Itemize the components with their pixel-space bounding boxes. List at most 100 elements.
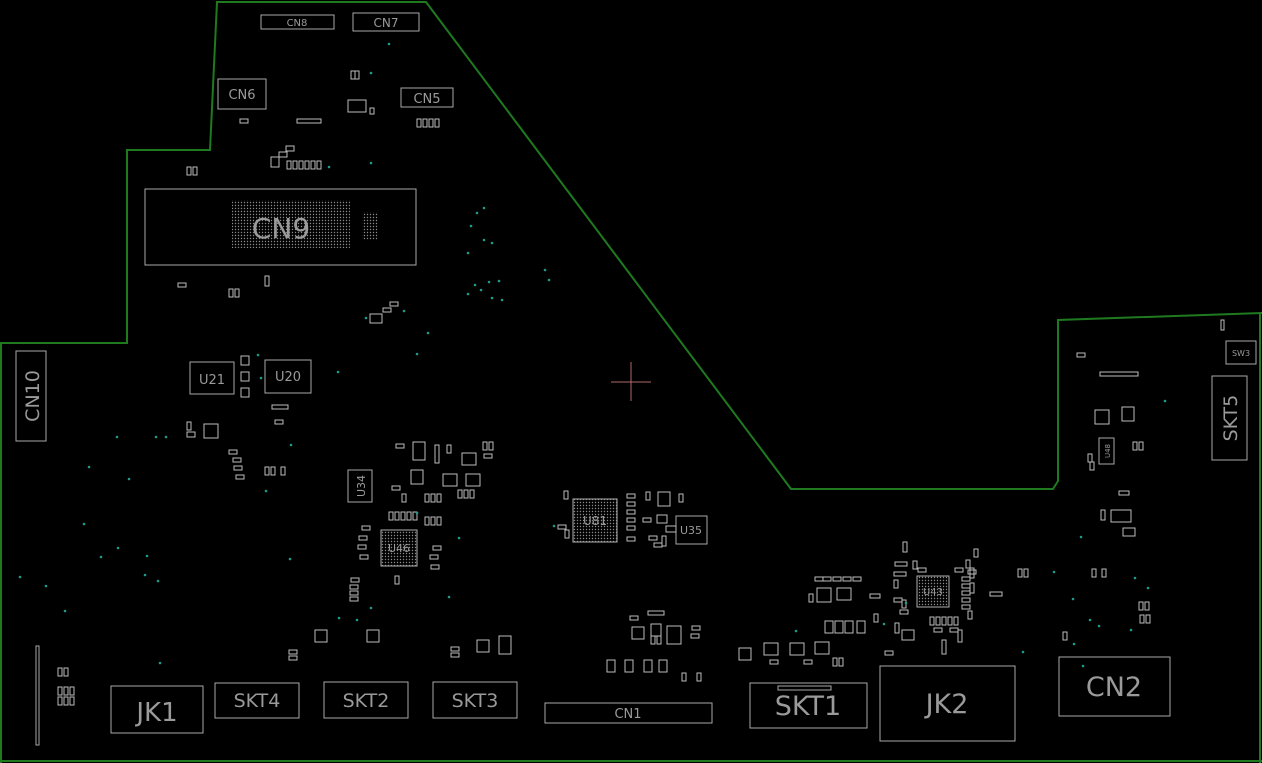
via [415,511,419,515]
chip-u20[interactable]: U20 [264,359,312,394]
via [154,435,158,439]
passive-component [1062,631,1068,641]
via [259,376,263,380]
cn5-label: CN5 [413,92,440,107]
passive-component [666,625,682,645]
passive-component [629,615,639,621]
connector-cn9[interactable]: CN9 [144,188,417,266]
socket-skt5[interactable]: SKT5 [1211,375,1248,461]
connector-cn10[interactable]: CN10 [15,350,47,442]
via [1133,576,1137,580]
skt3-label: SKT3 [452,690,499,712]
passive-component [192,166,198,176]
via-field [18,42,1167,668]
passive-component [286,160,292,170]
passive-component [808,593,814,603]
connector-cn7[interactable]: CN7 [352,12,420,32]
passive-component [681,672,687,682]
cn9-label: CN9 [252,212,310,245]
passive-component [1144,601,1150,611]
via [402,309,406,313]
socket-skt1[interactable]: SKT1 [749,682,868,729]
passive-component [280,466,286,476]
via [426,331,430,335]
passive-component [969,567,975,579]
passive-component [678,493,684,503]
passive-component [1023,568,1029,578]
chip-u48[interactable]: U48 [1098,437,1115,465]
chip-u35[interactable]: U35 [675,515,708,545]
socket-skt4[interactable]: SKT4 [214,682,300,719]
passive-component [893,579,899,589]
via [336,370,340,374]
via [289,443,293,447]
passive-component [1017,568,1023,578]
cn8-label: CN8 [287,18,308,29]
cursor-crosshair [611,362,651,401]
via [364,316,368,320]
passive-component [658,659,668,673]
passive-component [434,444,440,464]
passive-component [389,301,399,307]
passive-component [626,509,636,515]
passive-component [844,620,854,634]
via [264,489,268,493]
passive-component [432,545,442,551]
via [500,298,504,302]
connector-cn6[interactable]: CN6 [217,78,267,110]
passive-component [656,514,668,524]
small-components [57,70,1225,706]
jk1-label: JK1 [134,698,177,728]
passive-component [842,576,852,582]
chip-u46[interactable]: U46 [380,529,418,567]
via [143,573,147,577]
passive-component [967,610,973,620]
passive-component [1132,441,1138,451]
via [447,595,451,599]
via [904,601,908,605]
passive-component [1087,453,1093,463]
via [44,584,48,588]
passive-component [965,559,971,569]
passive-component [912,560,918,570]
passive-component [469,489,475,499]
passive-component [429,554,439,560]
u43-label: U43 [923,587,943,598]
connector-cn8[interactable]: CN8 [260,14,335,30]
passive-component [461,452,477,466]
passive-component [902,541,908,553]
jack-jk2[interactable]: JK2 [879,665,1016,742]
chip-u34[interactable]: U34 [347,469,373,503]
passive-component [690,633,700,639]
passive-component [69,696,75,706]
passive-component [949,627,959,633]
passive-component [434,118,440,128]
passive-component [1145,614,1151,624]
via [87,465,91,469]
socket-skt2[interactable]: SKT2 [323,681,409,719]
passive-component [738,647,752,661]
passive-component [645,491,651,501]
via [99,555,103,559]
passive-component [488,441,494,451]
via [158,661,162,665]
connector-cn2[interactable]: CN2 [1058,656,1171,717]
connector-cn1[interactable]: CN1 [544,702,713,724]
chip-u21[interactable]: U21 [189,361,235,395]
passive-component [1099,371,1139,377]
connector-cn5[interactable]: CN5 [400,87,454,108]
switch-sw3[interactable]: SW3 [1225,340,1257,365]
jack-jk1[interactable]: JK1 [110,685,204,734]
chip-u81[interactable]: U81 [572,498,618,543]
socket-skt3[interactable]: SKT3 [432,681,518,719]
passive-component [430,493,436,503]
via [355,618,359,622]
passive-component [557,524,567,530]
passive-component [769,659,779,665]
passive-component [935,616,941,626]
passive-component [442,473,458,487]
chip-u43[interactable]: U43 [916,575,950,608]
passive-component [893,571,907,577]
passive-component [1118,490,1130,496]
